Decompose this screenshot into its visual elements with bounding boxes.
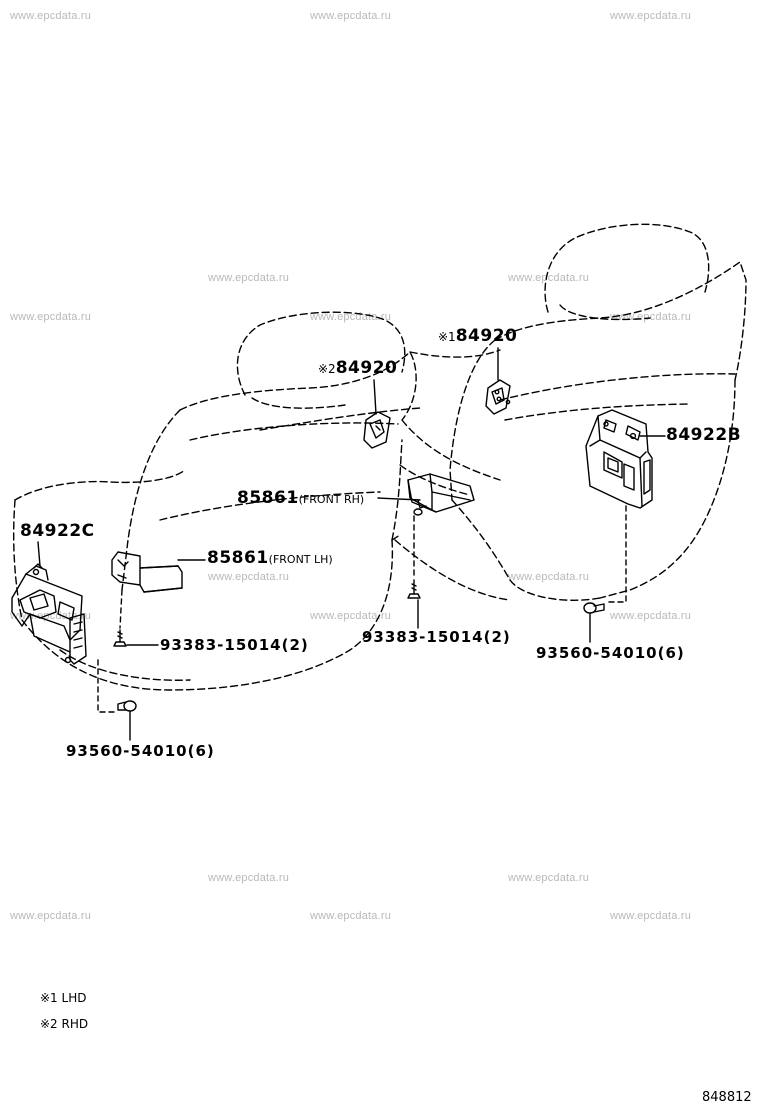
heater-85861-lh-shape	[111, 551, 183, 593]
watermark: www.epcdata.ru	[310, 10, 392, 22]
label-84922B: 84922B	[666, 425, 741, 445]
part-number-84920-rhd: 84920	[335, 358, 398, 378]
part-number-93383-left: 93383-15014(2)	[160, 636, 309, 654]
part-number-84922B: 84922B	[666, 425, 742, 445]
position-front-lh: (FRONT LH)	[268, 553, 333, 566]
label-84920-lhd: ※184920	[438, 326, 517, 346]
watermark: www.epcdata.ru	[610, 10, 692, 22]
left-seat	[12, 311, 501, 691]
watermark: www.epcdata.ru	[508, 571, 590, 583]
right-seat	[394, 223, 747, 601]
part-number-93383-mid: 93383-15014(2)	[362, 628, 511, 646]
footnote-2: ※2 RHD	[40, 1017, 89, 1031]
part-number-85861-rh: 85861	[237, 488, 299, 508]
part-number-85861-lh: 85861	[207, 548, 269, 568]
part-number-84920-lhd: 84920	[455, 326, 518, 346]
watermark: www.epcdata.ru	[610, 610, 692, 622]
label-93383-mid: 93383-15014(2)	[362, 628, 511, 646]
heater-85861-rh-shape	[407, 473, 475, 516]
module-84922C-shape	[11, 563, 87, 665]
watermark: www.epcdata.ru	[610, 910, 692, 922]
watermark: www.epcdata.ru	[508, 272, 590, 284]
leader-84922C	[37, 541, 41, 567]
part-number-84922C: 84922C	[20, 521, 95, 541]
watermark: www.epcdata.ru	[208, 872, 290, 884]
label-93383-left: 93383-15014(2)	[160, 636, 309, 654]
watermark: www.epcdata.ru	[10, 311, 92, 323]
label-85861-front-rh: 85861(FRONT RH)	[237, 488, 364, 508]
leader-85861-rh	[377, 497, 421, 501]
watermark: www.epcdata.ru	[208, 571, 290, 583]
label-85861-front-lh: 85861(FRONT LH)	[207, 548, 333, 568]
module-84922B-shape	[585, 409, 653, 509]
watermark: www.epcdata.ru	[10, 910, 92, 922]
label-84922C: 84922C	[20, 521, 95, 541]
footnote-1: ※1 LHD	[40, 991, 87, 1005]
switch-84920-rhd-shape	[363, 411, 391, 449]
note-mark-1: ※1	[438, 330, 456, 344]
position-front-rh: (FRONT RH)	[298, 493, 365, 506]
illustration-code: 848812	[702, 1090, 752, 1105]
part-number-93560-right: 93560-54010(6)	[536, 644, 685, 662]
label-93560-right: 93560-54010(6)	[536, 644, 685, 662]
leader-84920-rhd	[373, 379, 377, 415]
watermark: www.epcdata.ru	[10, 10, 92, 22]
watermark: www.epcdata.ru	[508, 872, 590, 884]
label-93560-left: 93560-54010(6)	[66, 742, 215, 760]
watermark: www.epcdata.ru	[310, 610, 392, 622]
switch-84920-lhd-shape	[485, 379, 511, 415]
installation-lines	[97, 505, 627, 713]
note-mark-2: ※2	[318, 362, 336, 376]
watermark: www.epcdata.ru	[208, 272, 290, 284]
fasteners	[113, 579, 605, 712]
label-84920-rhd: ※284920	[318, 358, 397, 378]
part-number-93560-left: 93560-54010(6)	[66, 742, 215, 760]
watermark: www.epcdata.ru	[310, 311, 392, 323]
watermark: www.epcdata.ru	[310, 910, 392, 922]
